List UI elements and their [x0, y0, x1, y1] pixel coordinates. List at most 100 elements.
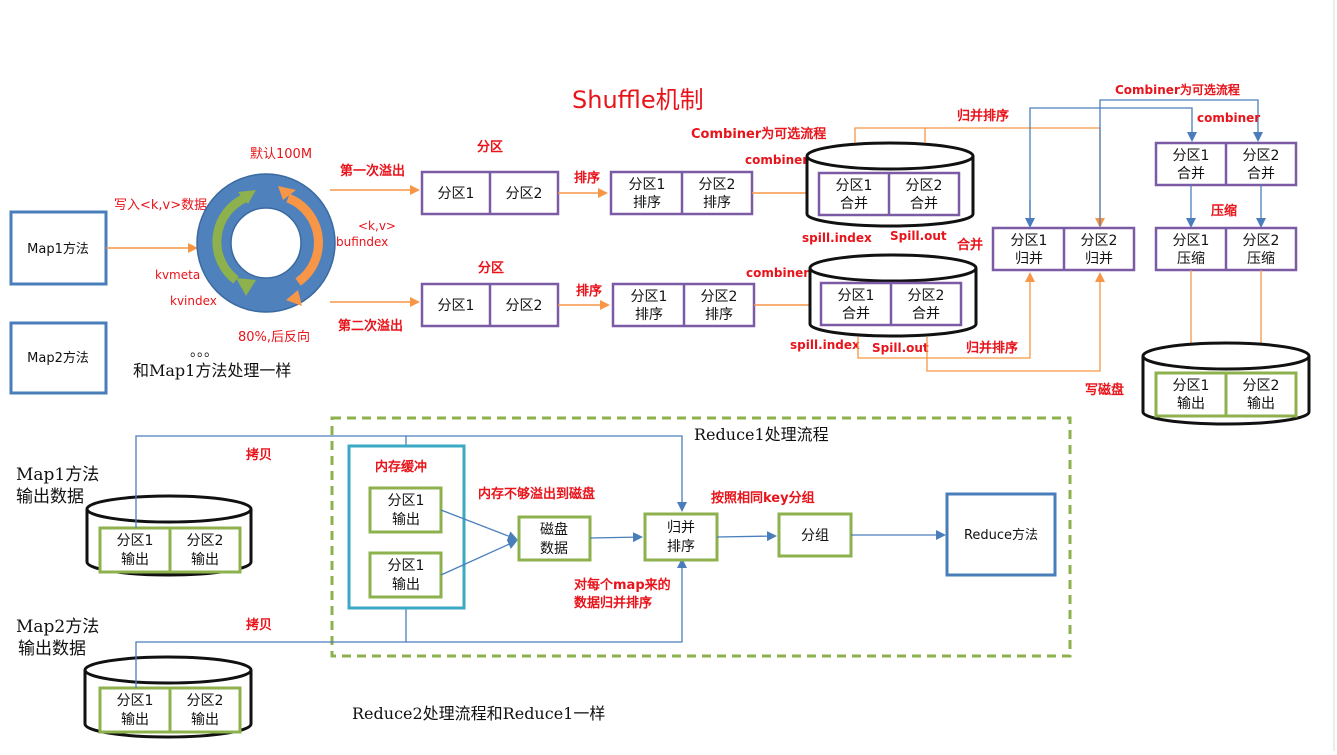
compress-label: 压缩 [1211, 203, 1237, 219]
compress-p2: 分区2 [1243, 233, 1280, 249]
merge-sort-line2: 排序 [667, 539, 695, 555]
ring-buffer [196, 173, 336, 313]
sort-2-p2: 分区2 [701, 289, 738, 305]
spill-index-2: spill.index [790, 338, 860, 352]
buffer-out-2-p: 分区1 [388, 558, 425, 574]
spill-index-1: spill.index [802, 231, 872, 245]
combiner-label-3: combiner [1197, 111, 1260, 125]
partition-1-p1: 分区1 [438, 186, 475, 202]
map1-out-p2: 分区2 [187, 533, 224, 549]
reduce-method-box [945, 492, 1057, 577]
sort-label-1: 排序 [574, 170, 600, 186]
bufindex-label: bufindex [336, 235, 388, 249]
merge-sort-connector-top [854, 127, 926, 143]
combine-p2: 分区2 [1243, 148, 1280, 164]
map2-out-p2-sub: 输出 [191, 712, 219, 728]
kvmeta-label: kvmeta [155, 268, 200, 282]
spill-out-2: Spill.out [872, 341, 929, 355]
combiner-label-1: combiner [745, 153, 808, 167]
disk-data-line2: 数据 [540, 541, 568, 557]
merge-sort-label-bottom: 归并排序 [966, 340, 1018, 356]
partition-2-p2: 分区2 [506, 298, 543, 314]
map1-method-box [9, 210, 108, 286]
sort-label-2: 排序 [576, 283, 602, 299]
merge-2-p2-sub: 合并 [912, 306, 940, 322]
merge-sort-label-top: 归并排序 [957, 108, 1009, 124]
output-p2: 分区2 [1243, 378, 1280, 394]
partition-label-1: 分区 [477, 139, 503, 155]
map2-out-p1: 分区1 [117, 693, 154, 709]
map1-out-p2-sub: 输出 [191, 552, 219, 568]
per-map-line2: 数据归并排序 [574, 595, 652, 611]
map2-output-line1: Map2方法 [16, 617, 99, 637]
default-size-label: 默认100M [250, 146, 312, 162]
page-title: Shuffle机制 [572, 86, 704, 114]
kv-label: <k,v> [358, 219, 396, 233]
compress-p1: 分区1 [1173, 233, 1210, 249]
final-merge-p1: 分区1 [1011, 233, 1048, 249]
disk-data-line1: 磁盘 [540, 521, 568, 538]
merge-1-p2: 分区2 [906, 178, 943, 194]
copy-label-2: 拷贝 [246, 617, 272, 633]
combiner-label-2: combiner [746, 266, 809, 280]
merge-2-p1: 分区1 [838, 288, 875, 304]
combiner-optional-1: Combiner为可选流程 [691, 126, 826, 142]
sort-1-p2: 分区2 [699, 177, 736, 193]
combine-p1: 分区1 [1173, 148, 1210, 164]
write-kv-label: 写入<k,v>数据 [114, 198, 207, 213]
map1-output-line2: 输出数据 [16, 487, 84, 507]
reduce1-frame [330, 416, 1072, 658]
sort-1-p2-sub: 排序 [703, 195, 731, 211]
overflow-label: 内存不够溢出到磁盘 [478, 486, 595, 502]
buffer-out-1-p: 分区1 [388, 493, 425, 509]
map2-method-box [9, 321, 108, 395]
reduce2-note: Reduce2处理流程和Reduce1一样 [352, 704, 605, 723]
merge-label: 合并 [957, 237, 983, 253]
map1-output-line1: Map1方法 [16, 465, 99, 485]
partition-2-p1: 分区1 [438, 298, 475, 314]
dots: 。。。 [190, 344, 218, 360]
merge-2-p2: 分区2 [908, 288, 945, 304]
copy-line-2 [135, 596, 411, 688]
sort-2-p1-sub: 排序 [635, 307, 663, 323]
sort-1-p1-sub: 排序 [633, 195, 661, 211]
copy-label-1: 拷贝 [246, 447, 272, 463]
map2-out-p1-sub: 输出 [121, 712, 149, 728]
compress-p2-sub: 压缩 [1247, 251, 1275, 267]
second-spill-label: 第二次溢出 [338, 318, 403, 334]
merge-sort-connector-bottom [857, 272, 1035, 359]
combiner-loop [1029, 107, 1197, 228]
map2-out-p2: 分区2 [187, 693, 224, 709]
buffer-out-1-sub: 输出 [392, 512, 420, 528]
memory-buffer-label: 内存缓冲 [375, 459, 427, 475]
reduce1-title: Reduce1处理流程 [694, 425, 829, 444]
sort-1-p1: 分区1 [629, 177, 666, 193]
merge-1-p1: 分区1 [836, 178, 873, 194]
output-p1: 分区1 [1173, 378, 1210, 394]
output-p1-sub: 输出 [1177, 396, 1205, 412]
sort-2-p1: 分区1 [631, 289, 668, 305]
final-merge-p2: 分区2 [1081, 233, 1118, 249]
first-spill-label: 第一次溢出 [340, 163, 405, 179]
group-label: 分组 [801, 528, 829, 544]
merge-1-p2-sub: 合并 [910, 196, 938, 212]
map1-method-label: Map1方法 [27, 241, 89, 257]
combine-p1-sub: 合并 [1177, 166, 1205, 182]
partition-1-p2: 分区2 [506, 186, 543, 202]
reverse-label: 80%,后反向 [238, 329, 310, 345]
map1-out-p1-sub: 输出 [121, 552, 149, 568]
merge-2-p1-sub: 合并 [842, 306, 870, 322]
per-map-line1: 对每个map来的 [574, 577, 671, 593]
combiner-optional-2: Combiner为可选流程 [1115, 82, 1240, 97]
map1-out-p1: 分区1 [117, 533, 154, 549]
kvindex-label: kvindex [170, 294, 217, 308]
map2-same-note: 和Map1方法处理一样 [133, 361, 291, 380]
sort-2-p2-sub: 排序 [705, 307, 733, 323]
output-p2-sub: 输出 [1247, 396, 1275, 412]
compress-p1-sub: 压缩 [1177, 251, 1205, 267]
final-merge-p1-sub: 归并 [1015, 250, 1043, 267]
map2-method-label: Map2方法 [27, 350, 89, 366]
map2-output-line2: 输出数据 [18, 639, 86, 659]
